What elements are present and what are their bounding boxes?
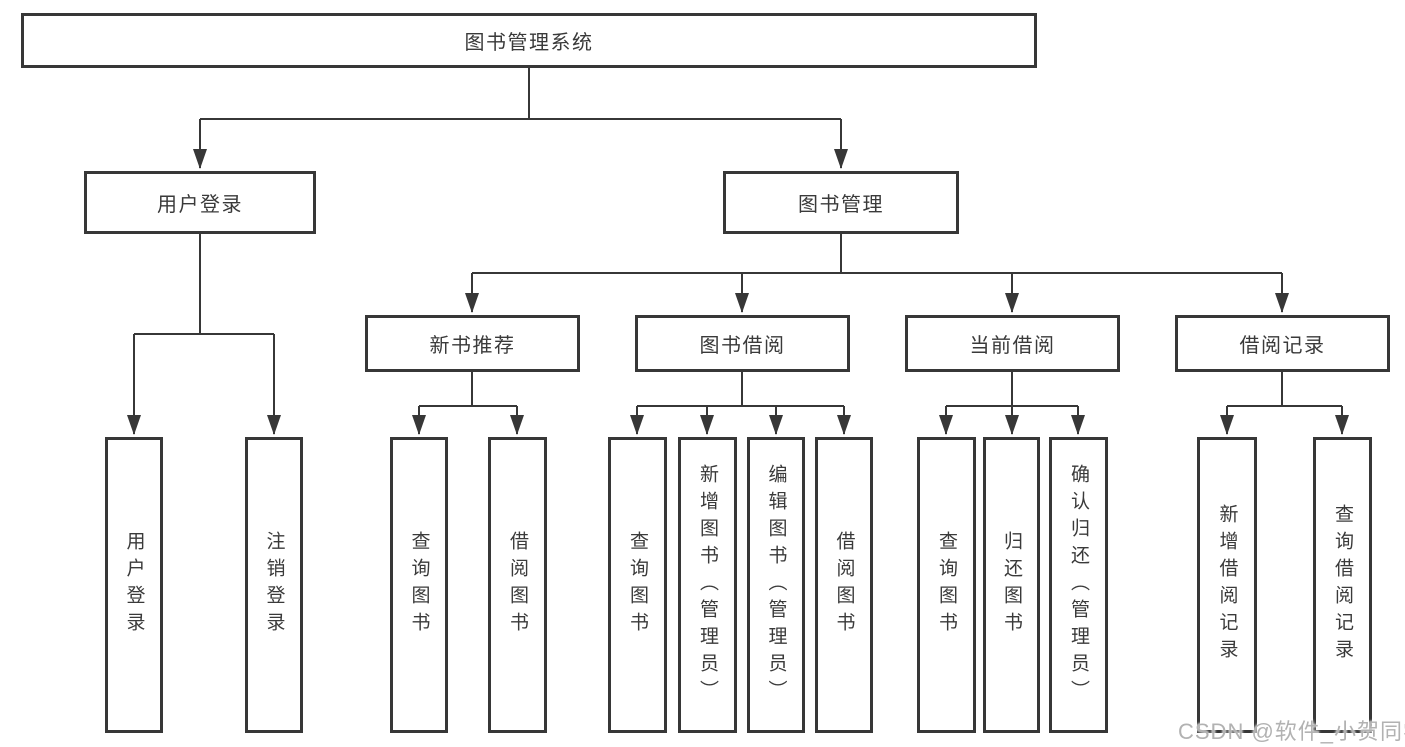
node-borrowing-records: 借阅记录 [1175,315,1390,372]
node-label: 用户登录 [123,531,145,639]
leaf-return-books: 归还图书 [983,437,1040,733]
node-book-borrowing: 图书借阅 [635,315,850,372]
node-label: 查询借阅记录 [1332,504,1353,666]
leaf-query-books-borrowing: 查询图书 [608,437,667,733]
node-new-book-recommend: 新书推荐 [365,315,580,372]
leaf-edit-book-admin: 编辑图书（管理员） [747,437,805,733]
node-label: 图书借阅 [699,335,786,357]
node-book-management: 图书管理 [723,171,959,234]
node-user-login: 用户登录 [84,171,316,234]
leaf-borrow-books-recommend: 借阅图书 [488,437,547,733]
node-label: 新书推荐 [429,335,516,357]
node-label: 用户登录 [157,194,243,216]
leaf-query-borrow-record: 查询借阅记录 [1313,437,1372,733]
leaf-confirm-return-admin: 确认归还（管理员） [1049,437,1108,733]
node-label: 借阅记录 [1239,335,1326,357]
node-label: 编辑图书（管理员） [765,463,787,707]
node-label: 归还图书 [1001,531,1022,639]
leaf-add-book-admin: 新增图书（管理员） [678,437,737,733]
node-label: 图书管理系统 [464,32,594,54]
leaf-query-books-current: 查询图书 [917,437,976,733]
node-label: 借阅图书 [833,531,855,639]
node-library-system: 图书管理系统 [21,13,1037,68]
leaf-query-books-recommend: 查询图书 [390,437,448,733]
node-label: 当前借阅 [969,335,1056,357]
node-label: 确认归还（管理员） [1068,463,1089,707]
node-label: 查询图书 [936,531,957,639]
node-label: 注销登录 [263,531,285,639]
leaf-add-borrow-record: 新增借阅记录 [1197,437,1257,733]
watermark-text: CSDN @软件_小贺同学 [1178,719,1405,744]
leaf-borrow-books-borrowing: 借阅图书 [815,437,873,733]
node-label: 查询图书 [627,531,648,639]
node-label: 新增借阅记录 [1216,504,1238,666]
node-label: 查询图书 [408,531,430,639]
node-label: 新增图书（管理员） [697,463,718,707]
node-label: 图书管理 [798,194,884,216]
node-current-borrowing: 当前借阅 [905,315,1120,372]
node-label: 借阅图书 [507,531,528,639]
leaf-user-login: 用户登录 [105,437,163,733]
leaf-logout: 注销登录 [245,437,303,733]
